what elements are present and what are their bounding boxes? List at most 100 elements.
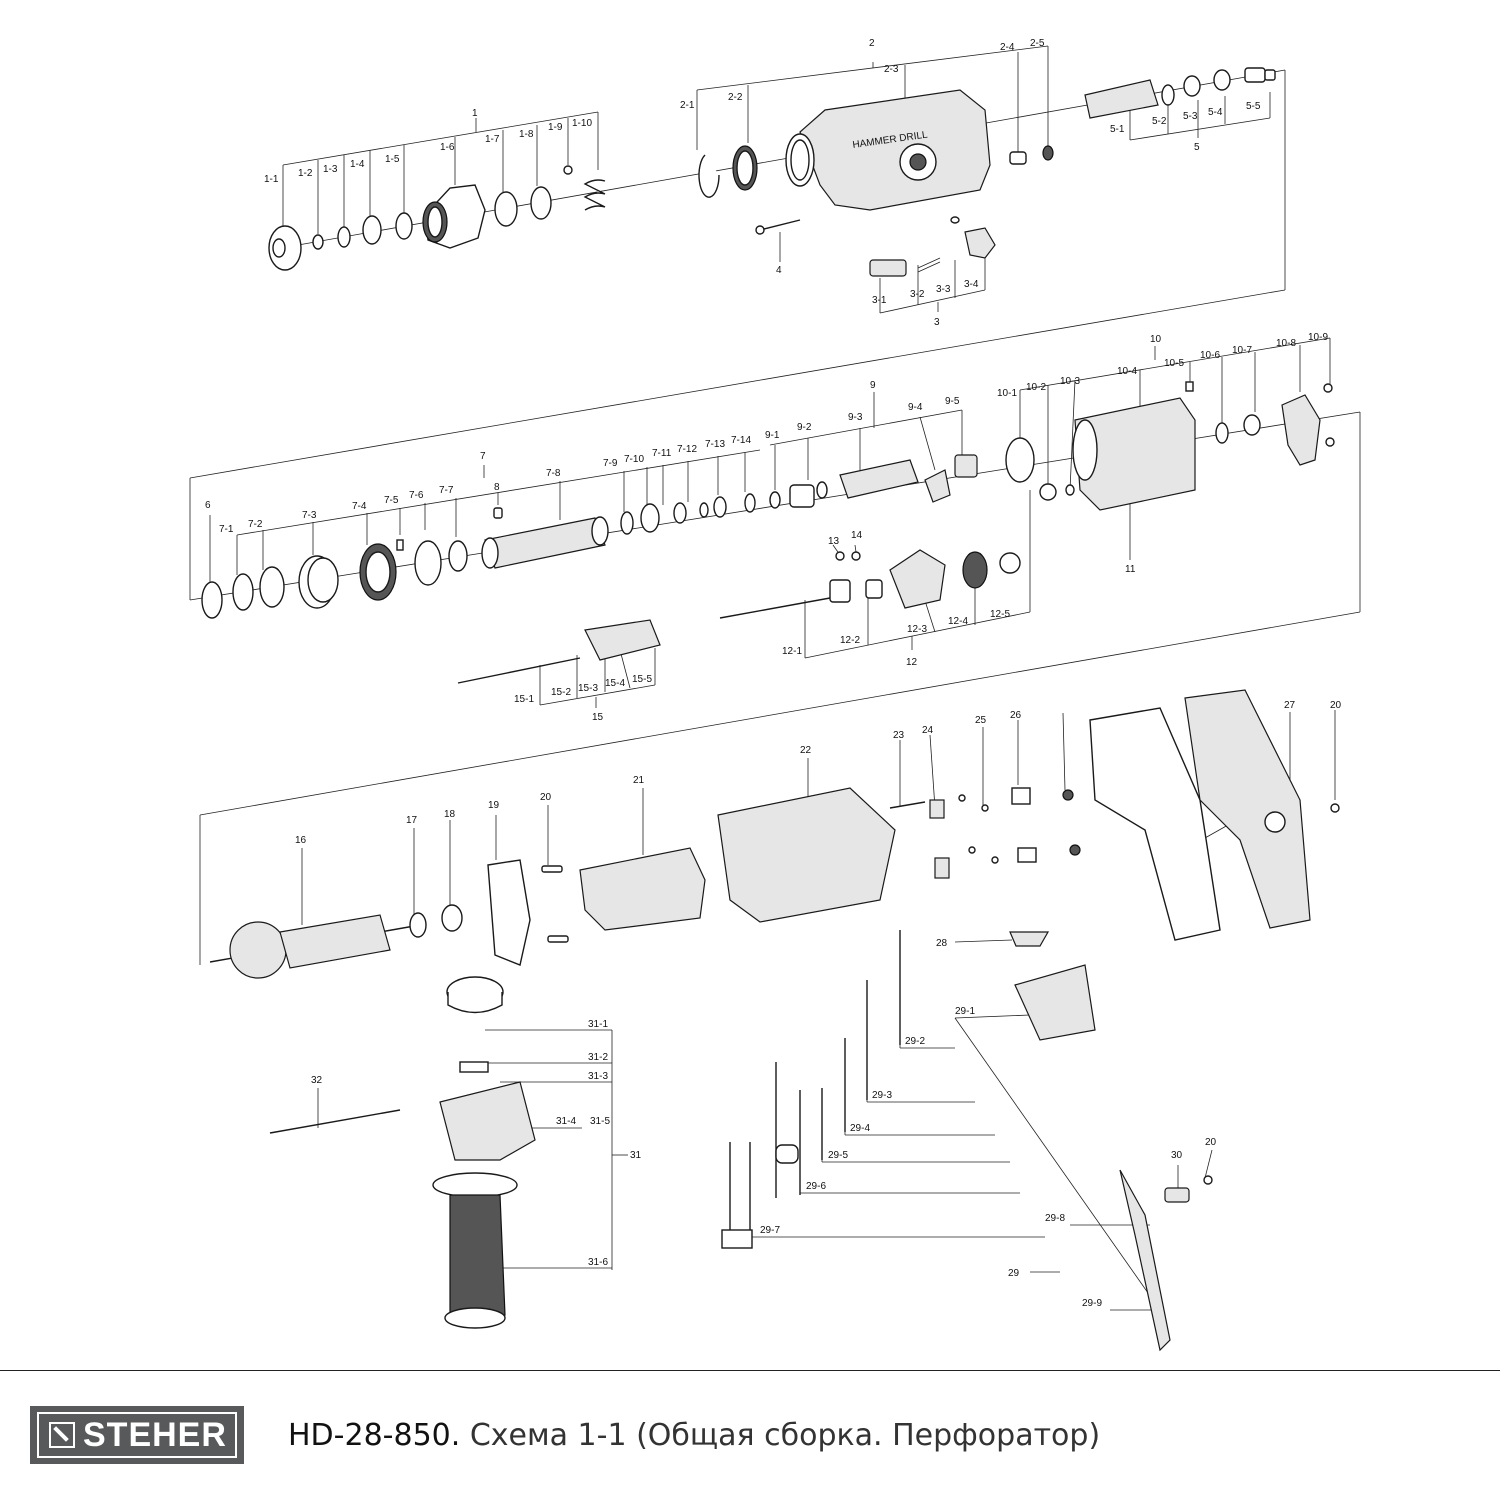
label-21: 21 [633, 775, 645, 786]
label-29-9: 29-9 [1082, 1298, 1102, 1309]
label-15-3: 15-3 [578, 683, 598, 694]
label-6: 6 [205, 500, 211, 511]
label-2-5: 2-5 [1030, 38, 1045, 49]
label-12-2: 12-2 [840, 635, 860, 646]
label-29-3: 29-3 [872, 1090, 892, 1101]
label-7-5: 7-5 [384, 495, 399, 506]
label-3-4: 3-4 [964, 279, 979, 290]
label-9-5: 9-5 [945, 396, 960, 407]
label-10-8: 10-8 [1276, 338, 1296, 349]
label-1: 1 [472, 108, 478, 119]
label-12-3: 12-3 [907, 624, 927, 635]
label-7-6: 7-6 [409, 490, 424, 501]
label-10-1: 10-1 [997, 388, 1017, 399]
label-1-4: 1-4 [350, 159, 365, 170]
label-13: 13 [828, 536, 840, 547]
label-29-1: 29-1 [955, 1006, 975, 1017]
label-23: 23 [893, 730, 905, 741]
label-31: 31 [630, 1150, 642, 1161]
label-1-5: 1-5 [385, 154, 400, 165]
label-7-8: 7-8 [546, 468, 561, 479]
label-1-1: 1-1 [264, 174, 279, 185]
footer [0, 1371, 1500, 1500]
label-1-8: 1-8 [519, 129, 534, 140]
label-7-13: 7-13 [705, 439, 725, 450]
page-title: HD-28-850. Схема 1-1 (Общая сборка. Перф… [288, 1418, 1100, 1453]
label-16: 16 [295, 835, 307, 846]
label-28: 28 [936, 938, 948, 949]
label-2-4: 2-4 [1000, 42, 1015, 53]
label-31-3: 31-3 [588, 1071, 608, 1082]
label-4: 4 [776, 265, 782, 276]
label-10-3: 10-3 [1060, 376, 1080, 387]
label-7-14: 7-14 [731, 435, 751, 446]
label-32: 32 [311, 1075, 323, 1086]
label-3-3: 3-3 [936, 284, 951, 295]
footer-divider [0, 1370, 1500, 1371]
label-12-4: 12-4 [948, 616, 968, 627]
label-12-5: 12-5 [990, 609, 1010, 620]
label-20: 20 [540, 792, 552, 803]
label-11: 11 [1125, 564, 1136, 575]
label-15-5: 15-5 [632, 674, 652, 685]
label-24: 24 [922, 725, 934, 736]
label-29: 29 [1008, 1268, 1020, 1279]
label-10-5: 10-5 [1164, 358, 1184, 369]
label-27: 27 [1284, 700, 1296, 711]
label-3-2: 3-2 [910, 289, 925, 300]
label-20-bottom: 20 [1205, 1137, 1217, 1148]
label-2: 2 [869, 38, 875, 49]
brand-logo: STEHER [30, 1406, 244, 1464]
label-1-3: 1-3 [323, 164, 338, 175]
label-5-1: 5-1 [1110, 124, 1125, 135]
label-2-2: 2-2 [728, 92, 743, 103]
label-31-1: 31-1 [588, 1019, 608, 1030]
label-29-7: 29-7 [760, 1225, 780, 1236]
label-7-7: 7-7 [439, 485, 454, 496]
label-10-7: 10-7 [1232, 345, 1252, 356]
label-10-2: 10-2 [1026, 382, 1046, 393]
label-15-1: 15-1 [514, 694, 534, 705]
label-18: 18 [444, 809, 456, 820]
label-9: 9 [870, 380, 876, 391]
brand-logo-text: STEHER [83, 1415, 227, 1454]
label-14: 14 [851, 530, 863, 541]
label-12-1: 12-1 [782, 646, 802, 657]
label-1-2: 1-2 [298, 168, 313, 179]
label-5-3: 5-3 [1183, 111, 1198, 122]
label-31-5: 31-5 [590, 1116, 610, 1127]
label-7-12: 7-12 [677, 444, 697, 455]
label-9-2: 9-2 [797, 422, 812, 433]
brand-logo-frame: STEHER [37, 1412, 237, 1458]
label-30: 30 [1171, 1150, 1183, 1161]
label-25: 25 [975, 715, 987, 726]
label-7-4: 7-4 [352, 501, 367, 512]
label-29-5: 29-5 [828, 1150, 848, 1161]
label-7-9: 7-9 [603, 458, 618, 469]
label-3: 3 [934, 317, 940, 328]
label-10-9: 10-9 [1308, 332, 1328, 343]
label-7-2: 7-2 [248, 519, 263, 530]
label-5-5: 5-5 [1246, 101, 1261, 112]
label-31-2: 31-2 [588, 1052, 608, 1063]
model-number: HD-28-850. [288, 1418, 461, 1453]
label-5: 5 [1194, 142, 1200, 153]
label-22: 22 [800, 745, 812, 756]
label-31-4: 31-4 [556, 1116, 576, 1127]
label-31-6: 31-6 [588, 1257, 608, 1268]
label-5-2: 5-2 [1152, 116, 1167, 127]
label-10-6: 10-6 [1200, 350, 1220, 361]
label-7: 7 [480, 451, 486, 462]
label-7-11: 7-11 [652, 448, 672, 459]
label-10: 10 [1150, 334, 1162, 345]
label-1-9: 1-9 [548, 122, 563, 133]
label-29-8: 29-8 [1045, 1213, 1065, 1224]
label-7-10: 7-10 [624, 454, 644, 465]
label-29-6: 29-6 [806, 1181, 826, 1192]
label-9-3: 9-3 [848, 412, 863, 423]
label-29-4: 29-4 [850, 1123, 870, 1134]
label-9-1: 9-1 [765, 430, 780, 441]
label-9-4: 9-4 [908, 402, 923, 413]
brand-mark-icon [49, 1422, 75, 1448]
label-2-1: 2-1 [680, 100, 695, 111]
